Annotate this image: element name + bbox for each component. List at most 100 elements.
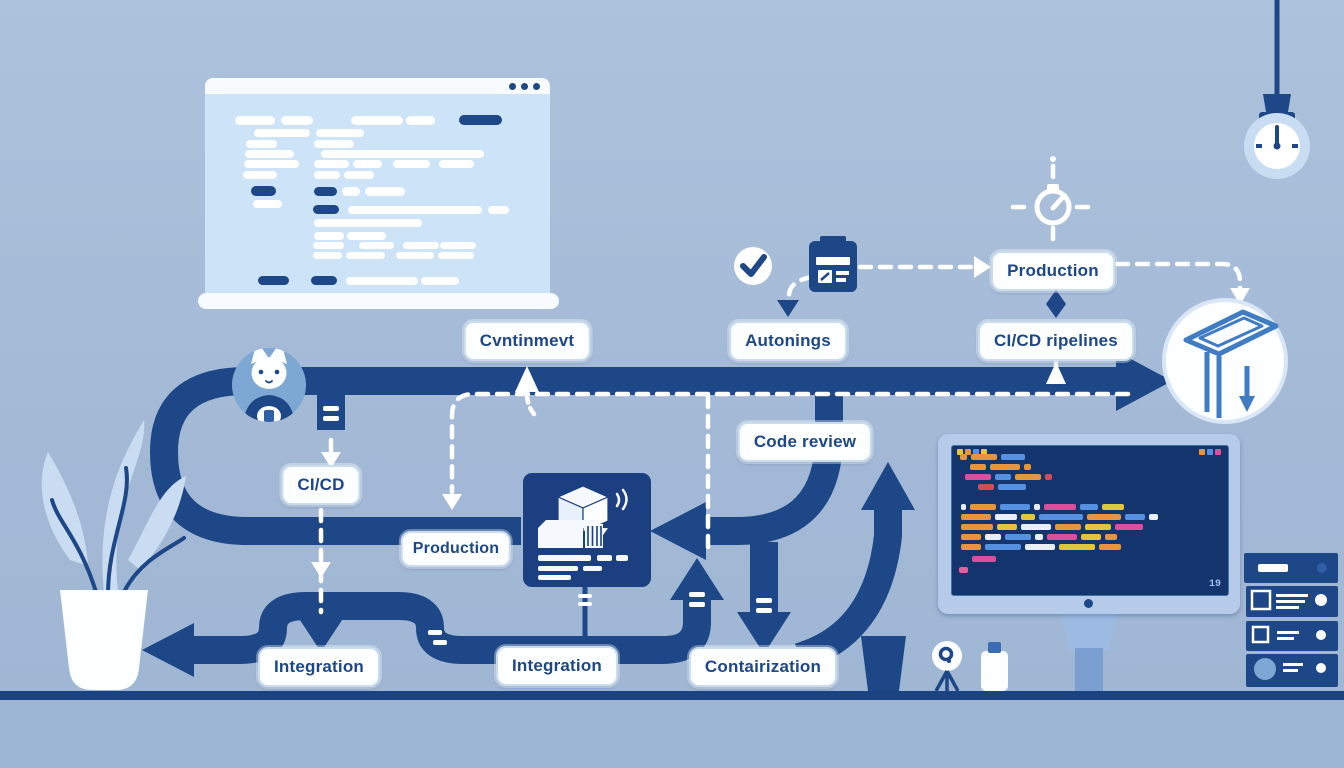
window-base [198,293,559,309]
code-token [985,534,1001,540]
code-pill [342,187,360,196]
code-token [1099,544,1121,550]
code-pill [314,140,354,148]
code-token [1039,514,1083,520]
code-token [971,454,997,460]
screen-code-line [972,556,1000,562]
label-cicd: CI/CD [281,465,361,505]
code-token [1085,524,1111,530]
code-token [1087,514,1121,520]
code-pill [251,186,276,196]
code-pill [313,205,339,214]
code-pill [346,277,418,285]
deco-pixel [973,449,979,455]
code-token [1047,534,1077,540]
code-token [1024,464,1031,470]
code-pill [316,129,364,137]
code-token [960,454,967,460]
code-pill [393,160,430,168]
code-token [1034,504,1040,510]
code-pill [440,242,476,249]
screen-code-line [961,504,1128,510]
monitor-logo-dot [1084,599,1093,608]
arrow-to-plant [142,623,194,677]
code-token [985,544,1021,550]
code-token [972,556,996,562]
code-pill [348,206,482,214]
code-token [961,534,981,540]
deco-pixel [965,449,971,455]
code-token [1081,534,1101,540]
pipe-main-loop [149,367,1118,545]
code-pill [235,116,275,125]
screen-code-line [961,524,1147,530]
deco-pixel [1199,449,1205,455]
deco-pixel [957,449,963,455]
code-token [1000,504,1030,510]
dashed-paths [318,163,1243,615]
code-pill [321,150,484,158]
label-production-mid: Production [400,531,512,567]
label-integration-mid: Integration [495,646,619,686]
code-token [990,464,1020,470]
label-production-top: Production [991,251,1115,291]
clock-lamp-icon [1244,0,1310,179]
diamond-arrow-production [1046,290,1066,318]
check-icon [734,247,772,285]
code-token [1105,534,1117,540]
code-window-body [205,94,550,293]
window-dot [509,83,516,90]
code-token [1025,544,1055,550]
code-token [961,514,991,520]
screen-code-line [965,474,1056,480]
stopwatch-icon [1034,184,1072,226]
code-editor-window [205,78,550,293]
deco-pixel [1207,449,1213,455]
code-pill [359,242,394,249]
arrow-to-autonings [777,300,799,317]
code-token [961,524,993,530]
code-token [1045,474,1052,480]
screen-code-line [959,567,972,573]
arrow-up-s-pipe [861,462,915,510]
screen-deco-right [1199,449,1223,455]
code-pill [459,115,502,125]
desk-edge [0,691,1344,700]
code-pill [253,200,282,208]
code-pill [245,150,294,158]
code-token [1021,524,1051,530]
code-token [1044,504,1076,510]
deco-pixel [981,449,987,455]
deco-pixel [1215,449,1221,455]
arrow-to-integration-left [296,614,346,652]
monitor-stand [1060,612,1118,691]
code-token [961,504,966,510]
clipboard-icon [809,236,857,292]
code-pill [351,116,403,125]
code-token [995,474,1011,480]
code-pill [314,171,340,179]
code-pill [488,206,509,214]
webcam-icon [932,641,962,692]
label-integration-left: Integration [257,647,381,687]
pipe-bottom [194,592,711,664]
code-pill [243,171,277,179]
code-pill [281,116,313,125]
code-token [1021,514,1035,520]
screen-code-line [961,514,1162,520]
cat-avatar [232,348,306,422]
code-pill [314,160,349,168]
code-pill [406,116,435,125]
window-title-bar [205,78,550,94]
code-pill [421,277,459,285]
bottle-icon [981,642,1008,691]
code-token [1080,504,1098,510]
label-code-review: Code review [737,422,873,462]
screen-code-line [960,454,1029,460]
pipe-s-up [794,510,902,671]
code-token [997,524,1017,530]
label-cvntinmevt: Cvntinmevt [463,321,591,361]
label-autonings: Autonings [729,321,847,361]
arrow-into-deploy-circle [1116,351,1172,411]
